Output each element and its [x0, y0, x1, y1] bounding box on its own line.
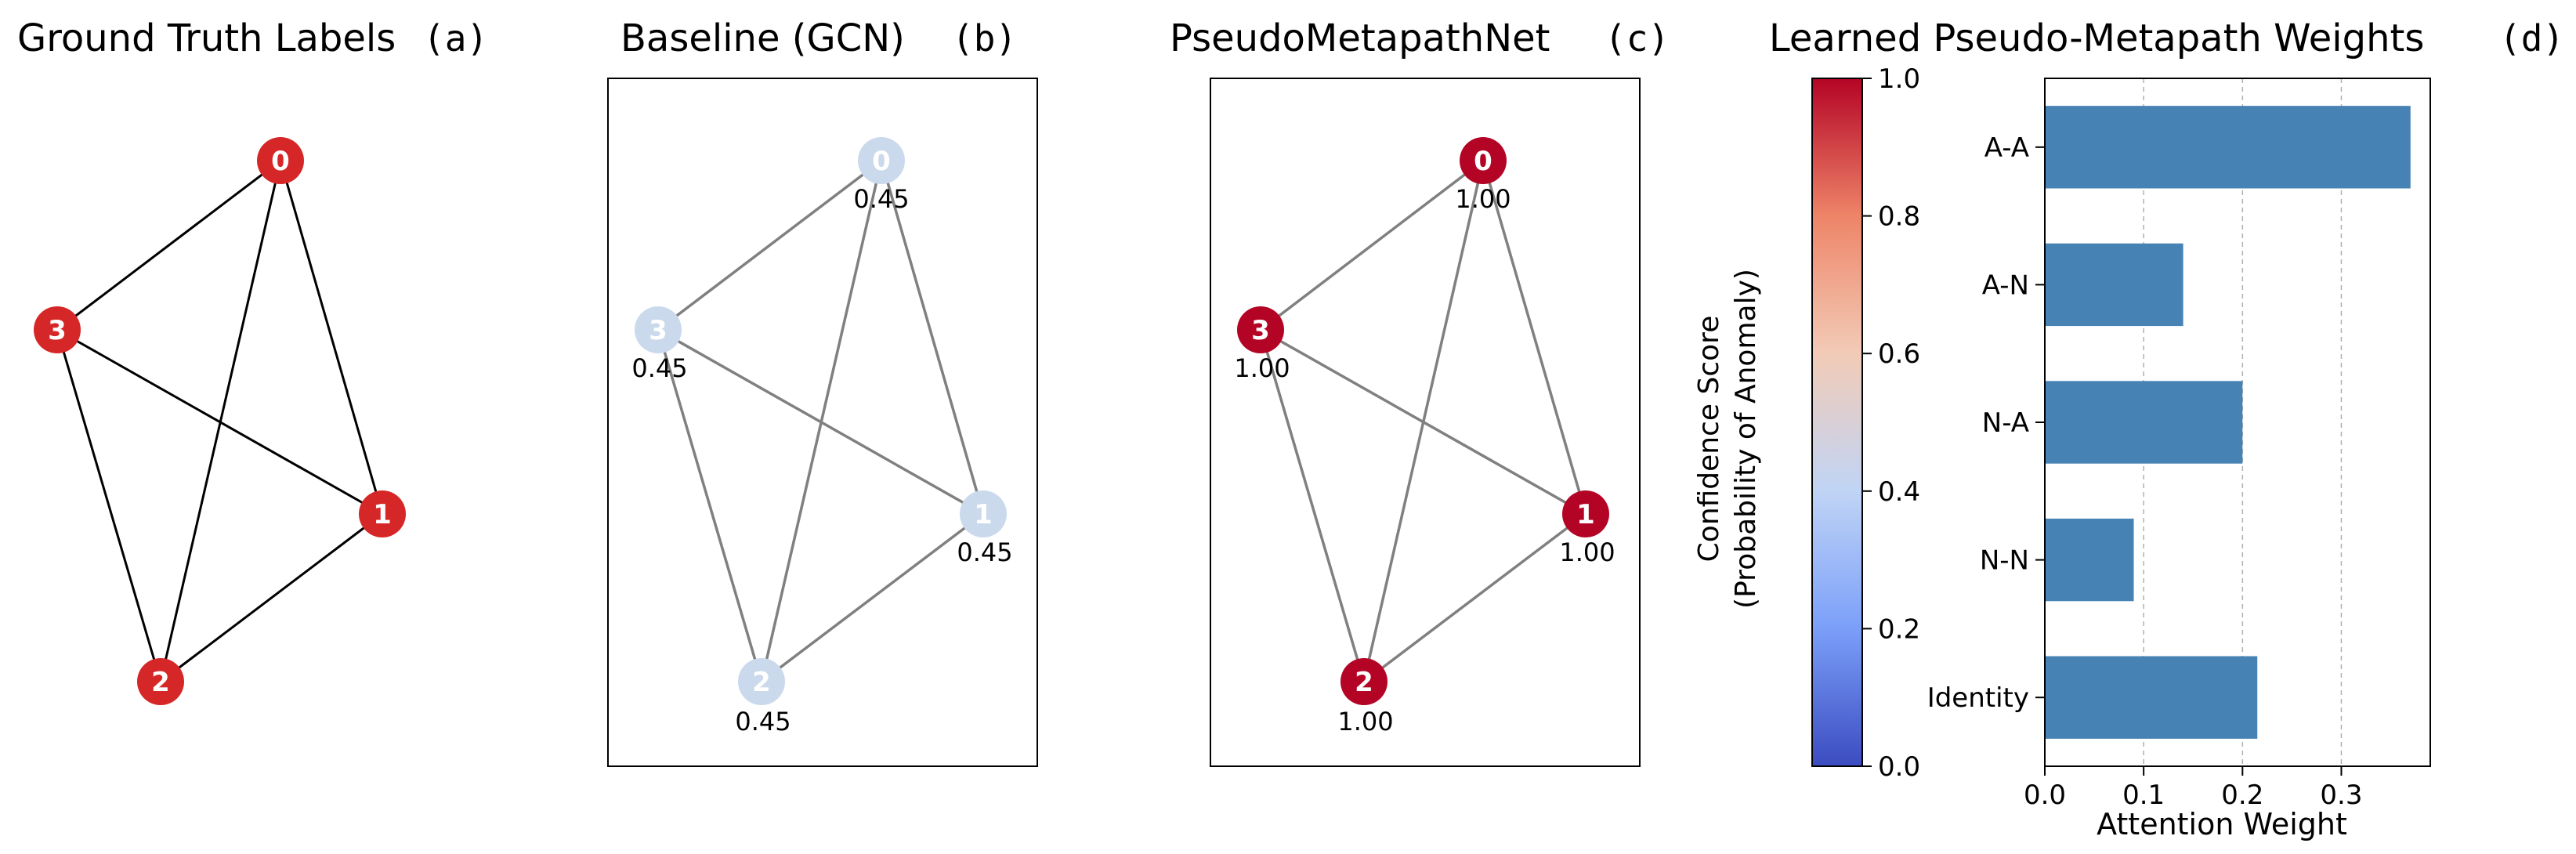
bar-category-label-3: N-N — [1980, 545, 2029, 577]
bar-xlabel: Attention Weight — [2097, 807, 2347, 841]
graph-b-node-label-1: 1 — [974, 499, 993, 530]
bar-xtick-label-1: 0.1 — [2122, 780, 2165, 811]
colorbar-label-line2: (Probability of Anomaly) — [1730, 269, 1762, 609]
graph-b-node-label-3: 3 — [649, 315, 668, 346]
panel-d-title: Learned Pseudo-Metapath Weights — [1769, 16, 2424, 60]
graph-b-edge-1-2 — [760, 512, 985, 683]
bar-n-n — [2045, 518, 2134, 602]
graph-b-node-1 — [960, 490, 1007, 537]
graph-b-edge-0-1 — [880, 160, 985, 515]
panel-a-letter: (a) — [423, 17, 488, 60]
graph-c-node-0 — [1460, 137, 1507, 184]
graph-b-node-score-3: 0.45 — [631, 353, 687, 383]
colorbar-tick-label-4: 0.8 — [1878, 201, 1920, 233]
graph-b-node-label-0: 0 — [872, 146, 891, 177]
bar-bars — [2045, 106, 2411, 739]
graph-b-node-score-1: 0.45 — [957, 537, 1012, 567]
graph-c-node-label-1: 1 — [1576, 499, 1595, 530]
bar-a-n — [2045, 243, 2183, 327]
graph-a-edge-3-1 — [56, 328, 383, 516]
graph-b: 0 0.45 1 0.45 2 0.45 3 0.45 — [631, 137, 1013, 736]
panel-a-title: Ground Truth Labels — [17, 16, 396, 60]
colorbar-tick-label-0: 0.0 — [1878, 751, 1920, 783]
bar-xtick-label-3: 0.3 — [2320, 780, 2362, 811]
graph-b-edge-0-3 — [657, 159, 883, 331]
graph-c-edge-0-3 — [1259, 159, 1485, 331]
colorbar-ticks: 0.0 0.2 0.4 0.6 0.8 1.0 — [1862, 63, 1920, 783]
bar-xtick-label-2: 0.2 — [2221, 780, 2263, 811]
graph-a-edge-3-2 — [56, 329, 162, 682]
panel-c: PseudoMetapathNet (c) 0 1.00 1 1.00 2 1.00 3 1.… — [1170, 16, 1670, 767]
colorbar-gradient — [1811, 78, 1863, 767]
graph-a-node-0 — [257, 137, 304, 184]
colorbar: Confidence Score (Probability of Anomaly… — [1693, 63, 1920, 783]
graph-b-node-label-2: 2 — [752, 667, 771, 698]
colorbar-tick-label-5: 1.0 — [1878, 63, 1920, 95]
graph-b-node-score-0: 0.45 — [853, 184, 909, 214]
bar-category-label-0: A-A — [1984, 132, 2029, 164]
colorbar-tick-label-2: 0.4 — [1878, 476, 1920, 508]
panel-b: Baseline (GCN) (b) 0 0.45 1 0.45 2 0.45 3 0.45 — [607, 16, 1038, 767]
graph-c-node-label-0: 0 — [1474, 146, 1492, 177]
graph-a-edge-0-3 — [56, 159, 281, 331]
colorbar-label-line1: Confidence Score — [1693, 316, 1725, 563]
graph-c-edge-0-1 — [1482, 160, 1587, 515]
graph-c-node-1 — [1562, 490, 1609, 537]
colorbar-tick-label-1: 0.2 — [1878, 613, 1920, 645]
graph-c-node-score-1: 1.00 — [1559, 537, 1615, 567]
bar-identity — [2045, 656, 2258, 739]
graph-a-node-2 — [137, 658, 184, 705]
graph-b-node-3 — [635, 306, 682, 353]
graph-c-edge-3-2 — [1259, 329, 1366, 682]
panel-b-letter: (b) — [952, 17, 1017, 60]
graph-c-node-3 — [1237, 306, 1284, 353]
panel-b-title: Baseline (GCN) — [620, 16, 905, 60]
graph-c-node-2 — [1340, 658, 1387, 705]
graph-c-node-score-3: 1.00 — [1234, 353, 1290, 383]
graph-a-edge-1-2 — [160, 512, 383, 683]
panel-c-letter: (c) — [1605, 17, 1670, 60]
graph-b-node-score-2: 0.45 — [735, 707, 791, 736]
bar-category-label-1: A-N — [1982, 270, 2029, 301]
graph-c-edge-1-2 — [1362, 512, 1587, 683]
graph-b-edge-3-1 — [657, 328, 984, 516]
panel-b-frame — [607, 78, 1038, 767]
graph-c: 0 1.00 1 1.00 2 1.00 3 1.00 — [1234, 137, 1615, 736]
graph-c-edge-3-1 — [1260, 328, 1586, 516]
graph-a-edge-0-1 — [279, 160, 384, 515]
panel-c-frame — [1210, 78, 1641, 767]
graph-a-node-label-2: 2 — [151, 667, 170, 698]
bar-xtick-label-0: 0.0 — [2024, 780, 2066, 811]
graph-b-edge-3-2 — [657, 329, 763, 682]
colorbar-tick-label-3: 0.6 — [1878, 338, 1920, 370]
graph-b-node-2 — [738, 658, 785, 705]
graph-a-node-label-3: 3 — [48, 315, 67, 346]
bar-category-label-2: N-A — [1982, 407, 2029, 439]
panel-d-letter: (d) — [2499, 17, 2564, 60]
graph-c-node-label-3: 3 — [1251, 315, 1270, 346]
bar-a-a — [2045, 106, 2411, 189]
graph-a-node-1 — [359, 490, 406, 537]
graph-c-node-score-0: 1.00 — [1455, 184, 1511, 214]
graph-c-node-score-2: 1.00 — [1337, 707, 1393, 736]
graph-b-node-0 — [858, 137, 905, 184]
graph-a: 0 1 2 3 — [34, 137, 406, 705]
panel-a: Ground Truth Labels (a) 0 1 2 3 — [17, 16, 488, 705]
graph-a-node-label-1: 1 — [373, 499, 392, 530]
graph-c-node-label-2: 2 — [1355, 667, 1373, 698]
graph-a-node-label-0: 0 — [271, 146, 290, 177]
bar-n-a — [2045, 381, 2243, 464]
panel-c-title: PseudoMetapathNet — [1170, 16, 1550, 60]
bar-category-label-4: Identity — [1927, 682, 2029, 714]
graph-a-node-3 — [34, 306, 81, 353]
bar-ticks: 0.0 0.1 0.2 0.3 A-A A-N N-A N-N Identity — [1927, 132, 2363, 811]
